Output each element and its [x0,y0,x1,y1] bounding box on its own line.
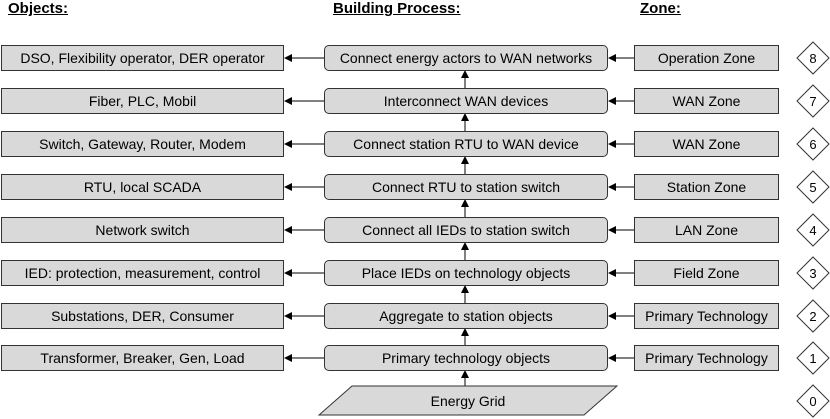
step-number-0: 0 [795,383,830,419]
building-process-header: Building Process: [333,0,461,17]
step-number-8: 8 [795,40,830,76]
zone-box-8: Operation Zone [634,45,779,71]
process-box-8: Connect energy actors to WAN networks [324,45,608,71]
object-box-5: RTU, local SCADA [1,174,284,200]
step-number-7: 7 [795,83,830,119]
zone-box-2: Primary Technology [634,303,779,329]
zone-box-1: Primary Technology [634,345,779,371]
process-box-1: Primary technology objects [324,345,608,371]
step-number-4: 4 [795,212,830,248]
object-box-1: Transformer, Breaker, Gen, Load [1,345,284,371]
step-number-5: 5 [795,169,830,205]
step-number-1: 1 [795,340,830,376]
process-box-2: Aggregate to station objects [324,303,608,329]
object-box-7: Fiber, PLC, Mobil [1,88,284,114]
process-box-3: Place IEDs on technology objects [324,260,608,286]
object-box-4: Network switch [1,217,284,243]
object-box-8: DSO, Flexibility operator, DER operator [1,45,284,71]
object-box-3: IED: protection, measurement, control [1,260,284,286]
zone-box-5: Station Zone [634,174,779,200]
diamond-icon [796,256,830,290]
zone-box-3: Field Zone [634,260,779,286]
step-number-3: 3 [795,255,830,291]
process-box-4: Connect all IEDs to station switch [324,217,608,243]
process-box-5: Connect RTU to station switch [324,174,608,200]
diamond-icon [796,41,830,75]
diamond-icon [796,341,830,375]
zone-box-4: LAN Zone [634,217,779,243]
process-box-7: Interconnect WAN devices [324,88,608,114]
process-box-6: Connect station RTU to WAN device [324,131,608,157]
step-number-6: 6 [795,126,830,162]
zone-box-7: WAN Zone [634,88,779,114]
objects-header: Objects: [8,0,69,17]
object-box-6: Switch, Gateway, Router, Modem [1,131,284,157]
diamond-icon [796,213,830,247]
diamond-icon [796,299,830,333]
energy-grid-shape [318,385,618,416]
diamond-icon [796,84,830,118]
diamond-icon [796,170,830,204]
zone-box-6: WAN Zone [634,131,779,157]
step-number-2: 2 [795,298,830,334]
energy-grid-label: Energy Grid [430,393,506,409]
zone-header: Zone: [640,0,681,17]
diamond-icon [796,127,830,161]
object-box-2: Substations, DER, Consumer [1,303,284,329]
